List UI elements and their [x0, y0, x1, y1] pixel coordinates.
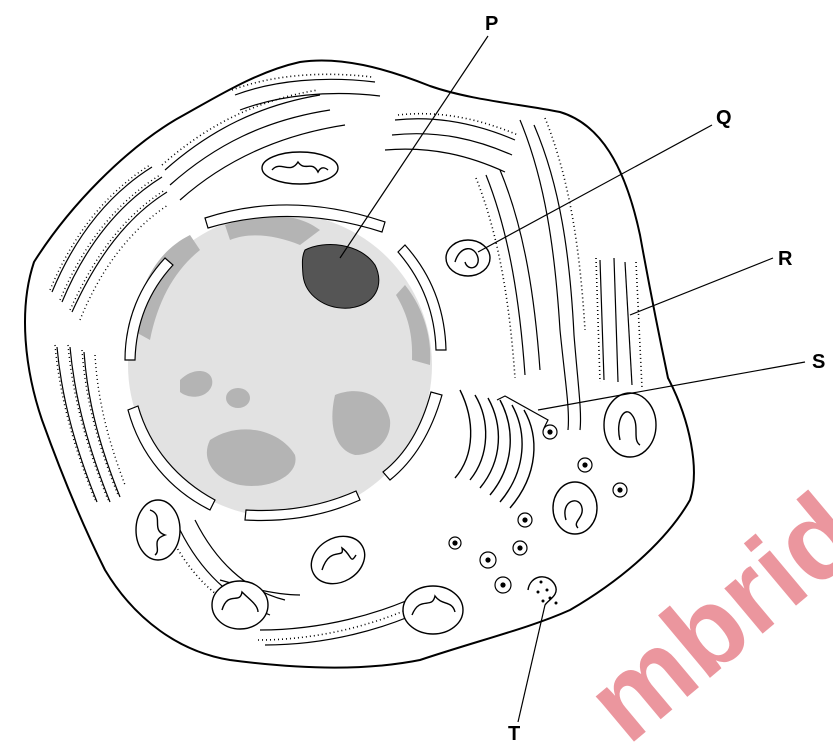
label-s: S — [812, 351, 825, 373]
rough-er-top — [165, 79, 515, 200]
leader-line-p — [340, 36, 488, 258]
label-r: R — [778, 248, 793, 270]
vesicles — [449, 425, 627, 593]
mitochondrion-top — [262, 152, 338, 184]
mitochondrion-mid — [553, 482, 597, 534]
label-t: T — [508, 723, 520, 743]
mitochondrion-bottom-2 — [212, 581, 268, 629]
rough-er-bottom — [180, 520, 435, 645]
mitochondrion-q — [446, 240, 490, 276]
leader-line-t — [518, 605, 545, 722]
mitochondrion-left — [136, 500, 180, 560]
label-q: Q — [716, 107, 732, 129]
exocytosis-vesicle — [528, 577, 558, 605]
leader-line-r — [630, 258, 773, 315]
golgi-apparatus — [455, 390, 534, 508]
mitochondrion-bottom-3 — [403, 586, 463, 634]
nucleus — [125, 205, 446, 521]
mitochondrion-right — [604, 393, 656, 457]
rough-er-right — [486, 120, 632, 430]
leader-line-q — [478, 125, 712, 252]
mitochondrion-bottom-1 — [303, 527, 373, 593]
watermark-text: mbridge — [563, 385, 833, 743]
label-p: P — [485, 13, 498, 35]
